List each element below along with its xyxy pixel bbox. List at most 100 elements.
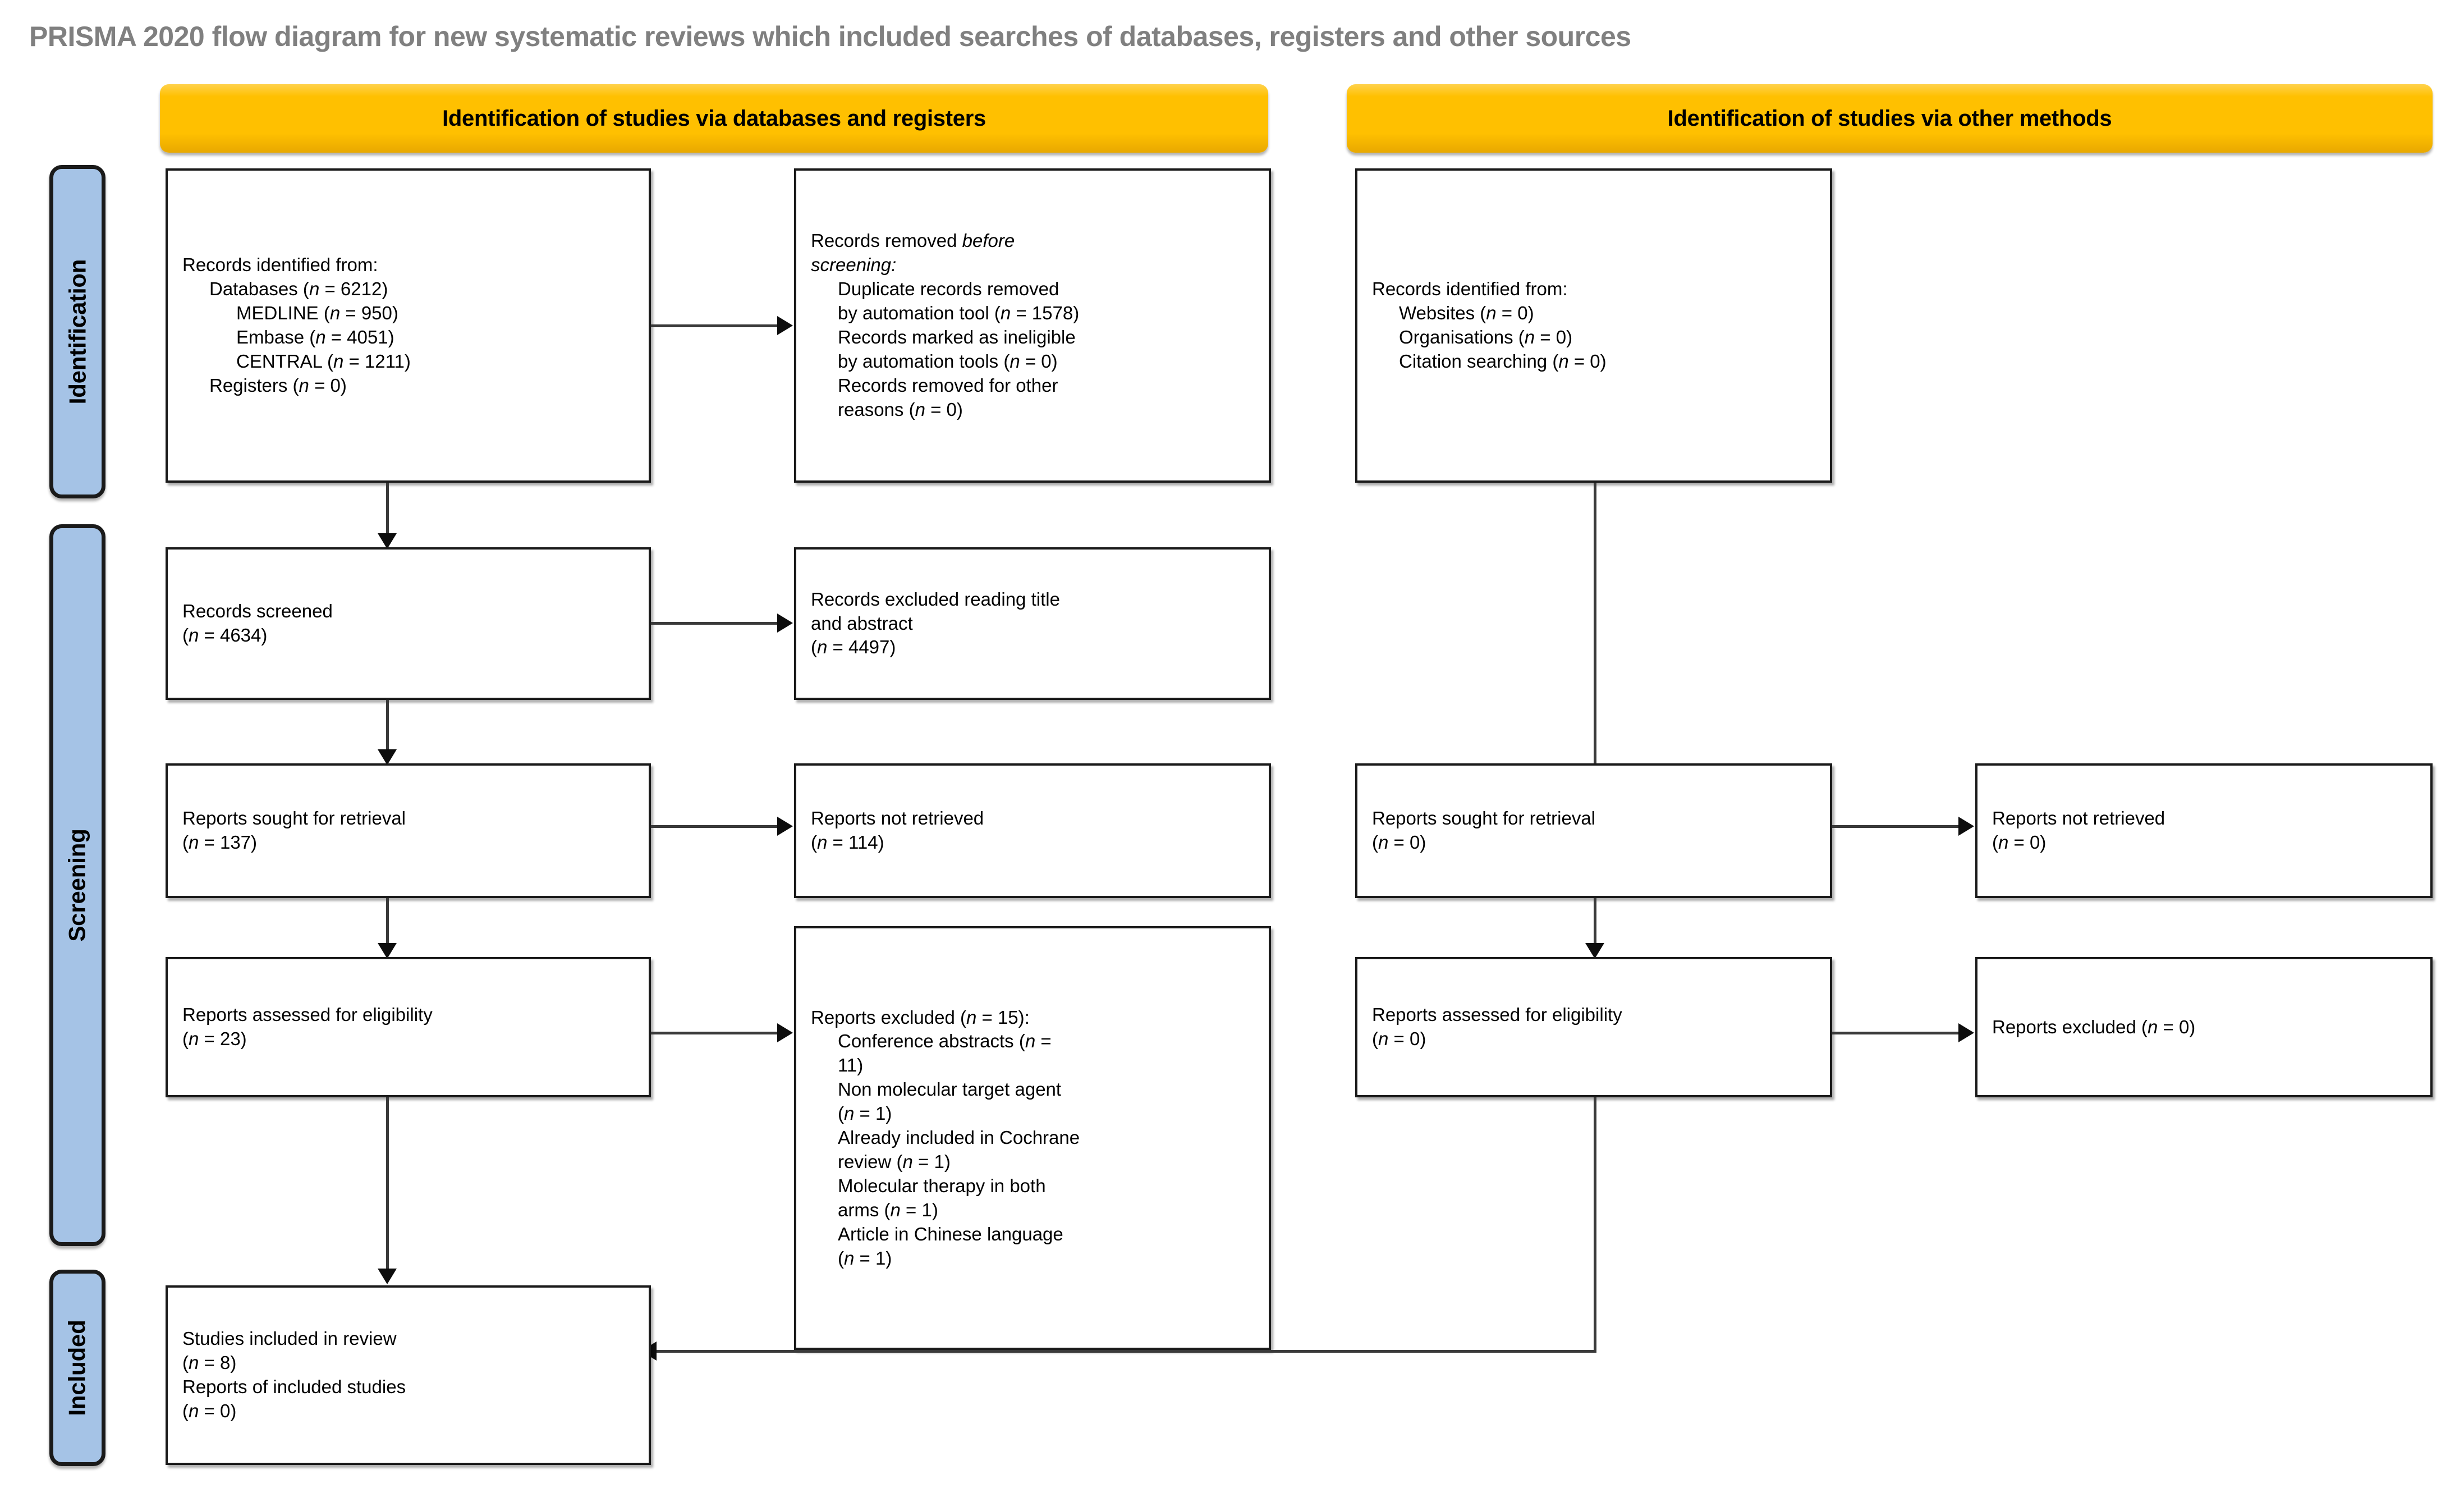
stage-tab-screening: Screening xyxy=(49,524,105,1246)
node-line: Databases (n = 6212) xyxy=(209,278,388,300)
node-line: Article in Chinese language xyxy=(838,1223,1063,1244)
reports-not-retrieved-databases-text: Reports not retrieved (n = 114) xyxy=(796,807,1269,855)
node-line: Reports of included studies xyxy=(182,1376,406,1397)
node-line: (n = 23) xyxy=(182,1028,247,1049)
node-line: Molecular therapy in both xyxy=(838,1175,1046,1196)
node-line: Reports not retrieved xyxy=(811,808,984,829)
node-line: Citation searching (n = 0) xyxy=(1399,350,1607,372)
node-line: (n = 0) xyxy=(182,1400,237,1421)
records-removed-before-screening-box: Records removed before screening:Duplicat… xyxy=(794,168,1271,483)
reports-not-retrieved-other-text: Reports not retrieved (n = 0) xyxy=(1977,807,2430,855)
node-line: Records removed for other xyxy=(838,374,1058,396)
node-line: Reports assessed for eligibility xyxy=(182,1004,433,1025)
arrowhead-assessed-to-excluded-other xyxy=(1958,1023,1974,1042)
connector-assessed-to-excluded-db xyxy=(651,1032,777,1034)
stage-tab-included-label: Included xyxy=(64,1320,91,1416)
node-line: (n = 114) xyxy=(811,832,884,853)
arrowhead-screened-to-excluded xyxy=(777,613,793,633)
phase-header-other-methods: Identification of studies via other meth… xyxy=(1347,84,2433,153)
stage-tab-identification: Identification xyxy=(49,165,105,498)
arrowhead-assessed-to-excluded-db xyxy=(777,1023,793,1042)
reports-sought-other-box: Reports sought for retrieval (n = 0) xyxy=(1355,763,1832,898)
node-line: (n = 8) xyxy=(182,1352,237,1373)
reports-assessed-other-text: Reports assessed for eligibility (n = 0) xyxy=(1357,1003,1830,1051)
reports-not-retrieved-other-box: Reports not retrieved (n = 0) xyxy=(1975,763,2433,898)
node-line: Reports sought for retrieval xyxy=(182,808,406,829)
connector-sought-to-notretrieved-other xyxy=(1832,825,1958,828)
node-line: Records screened xyxy=(182,601,333,622)
records-removed-before-screening-text: Records removed before screening:Duplicat… xyxy=(796,229,1269,422)
arrowhead-identified-to-removed xyxy=(777,316,793,335)
reports-excluded-databases-box: Reports excluded (n = 15): Conference abs… xyxy=(794,926,1271,1350)
node-line: (n = 4497) xyxy=(811,637,896,658)
node-line: Reports excluded (n = 0) xyxy=(1992,1016,2196,1037)
connector-sought-to-assessed-db xyxy=(386,898,389,951)
connector-sought-to-notretrieved-db xyxy=(651,825,777,828)
node-line: (n = 1) xyxy=(838,1103,892,1124)
records-identified-databases-text: Records identified from:Databases (n = 6… xyxy=(168,253,649,397)
arrowhead-sought-to-assessed-db xyxy=(378,943,397,959)
node-line: Duplicate records removed xyxy=(838,278,1059,300)
reports-excluded-other-box: Reports excluded (n = 0) xyxy=(1975,957,2433,1097)
node-line: Non molecular target agent xyxy=(838,1079,1062,1100)
node-line: (n = 137) xyxy=(182,832,258,853)
node-line: Reports sought for retrieval xyxy=(1372,808,1596,829)
node-line: review (n = 1) xyxy=(838,1151,951,1172)
reports-sought-other-text: Reports sought for retrieval (n = 0) xyxy=(1357,807,1830,855)
node-line: Embase (n = 4051) xyxy=(236,327,394,347)
reports-assessed-databases-box: Reports assessed for eligibility (n = 23) xyxy=(166,957,651,1097)
node-line: by automation tools (n = 0) xyxy=(838,350,1058,372)
reports-excluded-databases-text: Reports excluded (n = 15): Conference abs… xyxy=(796,1006,1269,1271)
reports-not-retrieved-databases-box: Reports not retrieved (n = 114) xyxy=(794,763,1271,898)
arrowhead-sought-to-notretrieved-db xyxy=(777,817,793,836)
node-line: screening: xyxy=(811,254,897,276)
node-line: (n = 0) xyxy=(1372,832,1426,853)
connector-identified-to-removed xyxy=(651,324,777,327)
connector-assessed-to-excluded-other xyxy=(1832,1032,1958,1034)
node-line: Websites (n = 0) xyxy=(1399,303,1534,324)
node-line: Organisations (n = 0) xyxy=(1399,327,1573,347)
node-line: Records excluded reading title xyxy=(811,588,1060,610)
reports-assessed-databases-text: Reports assessed for eligibility (n = 23) xyxy=(168,1003,649,1051)
reports-excluded-other-text: Reports excluded (n = 0) xyxy=(1977,1015,2430,1040)
studies-included-in-review-box: Studies included in review(n = 8)Reports… xyxy=(166,1285,651,1465)
stage-tab-identification-label: Identification xyxy=(64,259,90,405)
phase-header-other-methods-label: Identification of studies via other meth… xyxy=(1667,106,2112,131)
connector-other-elbow-horizontal xyxy=(657,1350,1596,1353)
reports-sought-databases-box: Reports sought for retrieval (n = 137) xyxy=(166,763,651,898)
node-line: Records marked as ineligible xyxy=(838,327,1076,347)
node-line: Conference abstracts (n = xyxy=(838,1031,1052,1052)
node-line: Registers (n = 0) xyxy=(209,374,347,396)
node-line: Reports assessed for eligibility xyxy=(1372,1004,1622,1025)
records-identified-other-methods-box: Records identified from:Websites (n = 0)… xyxy=(1355,168,1832,483)
node-line: 11) xyxy=(838,1055,864,1076)
node-line: Reports not retrieved xyxy=(1992,808,2165,829)
connector-screened-to-sought xyxy=(386,700,389,757)
node-line: (n = 1) xyxy=(838,1247,892,1269)
connector-other-identified-to-sought xyxy=(1594,483,1596,780)
phase-header-databases-label: Identification of studies via databases … xyxy=(442,106,986,131)
node-line: and abstract xyxy=(811,612,913,634)
node-line: Records removed before xyxy=(811,230,1015,251)
node-line: arms (n = 1) xyxy=(838,1199,938,1220)
node-line: (n = 0) xyxy=(1372,1028,1426,1049)
node-line: Already included in Cochrane xyxy=(838,1127,1080,1148)
node-line: Records identified from: xyxy=(182,254,378,276)
connector-other-elbow-vertical xyxy=(1594,1097,1596,1353)
records-identified-other-methods-text: Records identified from:Websites (n = 0)… xyxy=(1357,277,1830,374)
reports-assessed-other-box: Reports assessed for eligibility (n = 0) xyxy=(1355,957,1832,1097)
node-line: (n = 4634) xyxy=(182,625,268,645)
node-line: by automation tool (n = 1578) xyxy=(838,303,1080,324)
arrowhead-sought-to-assessed-other xyxy=(1585,943,1604,959)
node-line: (n = 0) xyxy=(1992,832,2047,853)
connector-sought-to-assessed-other xyxy=(1594,898,1596,951)
stage-tab-included: Included xyxy=(49,1270,105,1466)
connector-identified-to-screened xyxy=(386,483,389,541)
node-line: Reports excluded (n = 15): xyxy=(811,1006,1030,1028)
node-line: CENTRAL (n = 1211) xyxy=(236,350,411,372)
records-identified-databases-box: Records identified from:Databases (n = 6… xyxy=(166,168,651,483)
arrowhead-identified-to-screened xyxy=(378,533,397,549)
arrowhead-screened-to-sought xyxy=(378,749,397,765)
